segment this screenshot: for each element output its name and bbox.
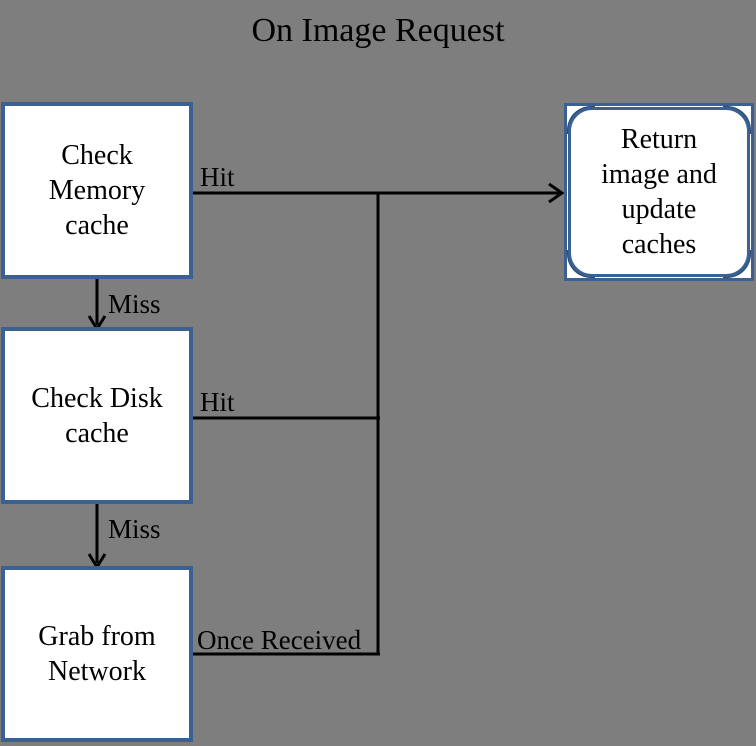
node-check-memory-cache: Check Memory cache bbox=[1, 102, 193, 279]
node-check-disk-cache: Check Disk cache bbox=[1, 327, 193, 504]
node-return-image-update-caches: Return image and update caches bbox=[564, 103, 754, 281]
node-grab-from-network: Grab from Network bbox=[1, 566, 193, 742]
node-text-line: cache bbox=[65, 417, 129, 449]
node-text-line: Check Disk bbox=[31, 382, 163, 414]
node-return-inner-shape: Return image and update caches bbox=[568, 107, 750, 277]
diagram-title: On Image Request bbox=[251, 12, 505, 49]
node-text-line: Network bbox=[48, 656, 146, 687]
node-text-line: image and bbox=[601, 159, 717, 190]
node-text-line: caches bbox=[621, 229, 697, 260]
edge-label-miss-disk: Miss bbox=[108, 514, 161, 544]
edge-label-hit-disk: Hit bbox=[200, 387, 235, 417]
edge-label-once-received: Once Received bbox=[197, 625, 362, 655]
node-text-line: Check bbox=[61, 140, 133, 171]
node-text-line: Grab from bbox=[38, 621, 156, 652]
node-text-line: update bbox=[621, 194, 697, 225]
node-text-line: cache bbox=[65, 210, 129, 241]
node-text-line: Memory bbox=[48, 175, 146, 206]
edge-label-miss-memory: Miss bbox=[108, 289, 161, 319]
edge-label-hit-memory: Hit bbox=[200, 162, 235, 192]
node-text-line: Return bbox=[620, 124, 698, 155]
arrowhead-right-icon bbox=[548, 182, 565, 204]
